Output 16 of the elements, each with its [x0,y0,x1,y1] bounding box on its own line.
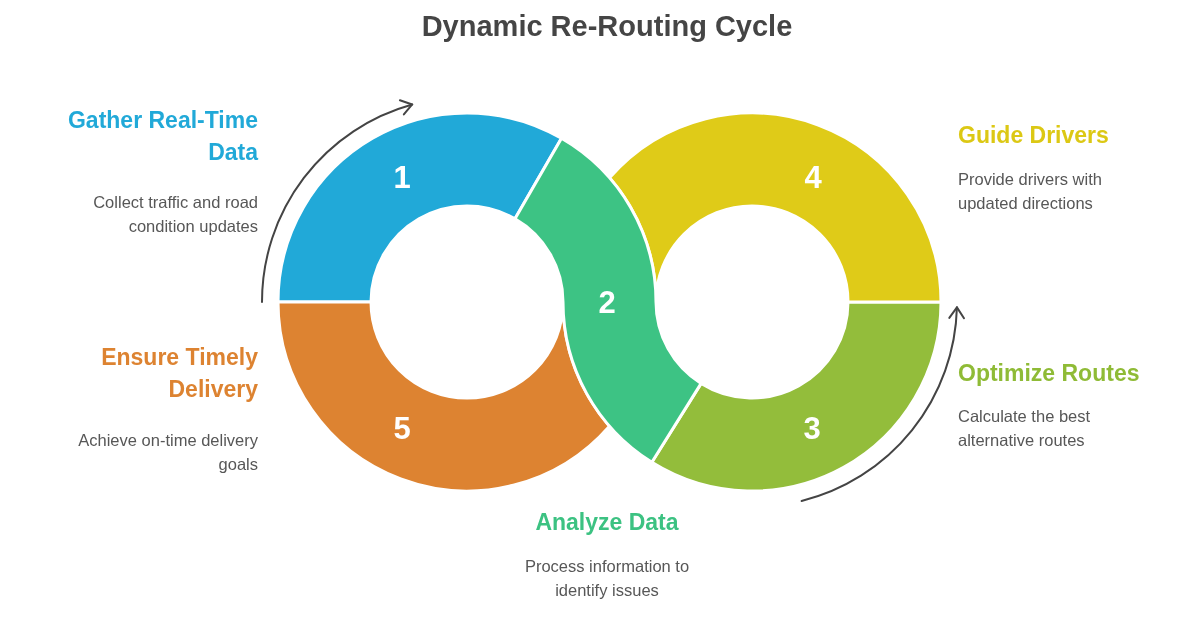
step-number: 5 [393,410,411,446]
step-description: Provide drivers with updated directions [958,169,1103,214]
diagram-title: Dynamic Re-Routing Cycle [421,9,793,44]
step-number: 1 [393,159,411,195]
step-description: Collect traffic and road condition updates [92,192,258,237]
step-title: Gather Real-Time Data [66,106,258,167]
step-description: Achieve on-time delivery goals [77,430,258,475]
step-title: Ensure Timely Delivery [100,343,258,404]
step-description: Process information to identify issues [523,556,691,601]
step-number: 4 [804,159,822,195]
step-number: 3 [803,410,821,446]
step-title: Guide Drivers [958,121,1110,150]
step-title: Analyze Data [534,508,680,537]
step-title: Optimize Routes [958,359,1141,388]
step-description: Calculate the best alternative routes [958,406,1092,451]
step-number: 2 [598,284,616,320]
